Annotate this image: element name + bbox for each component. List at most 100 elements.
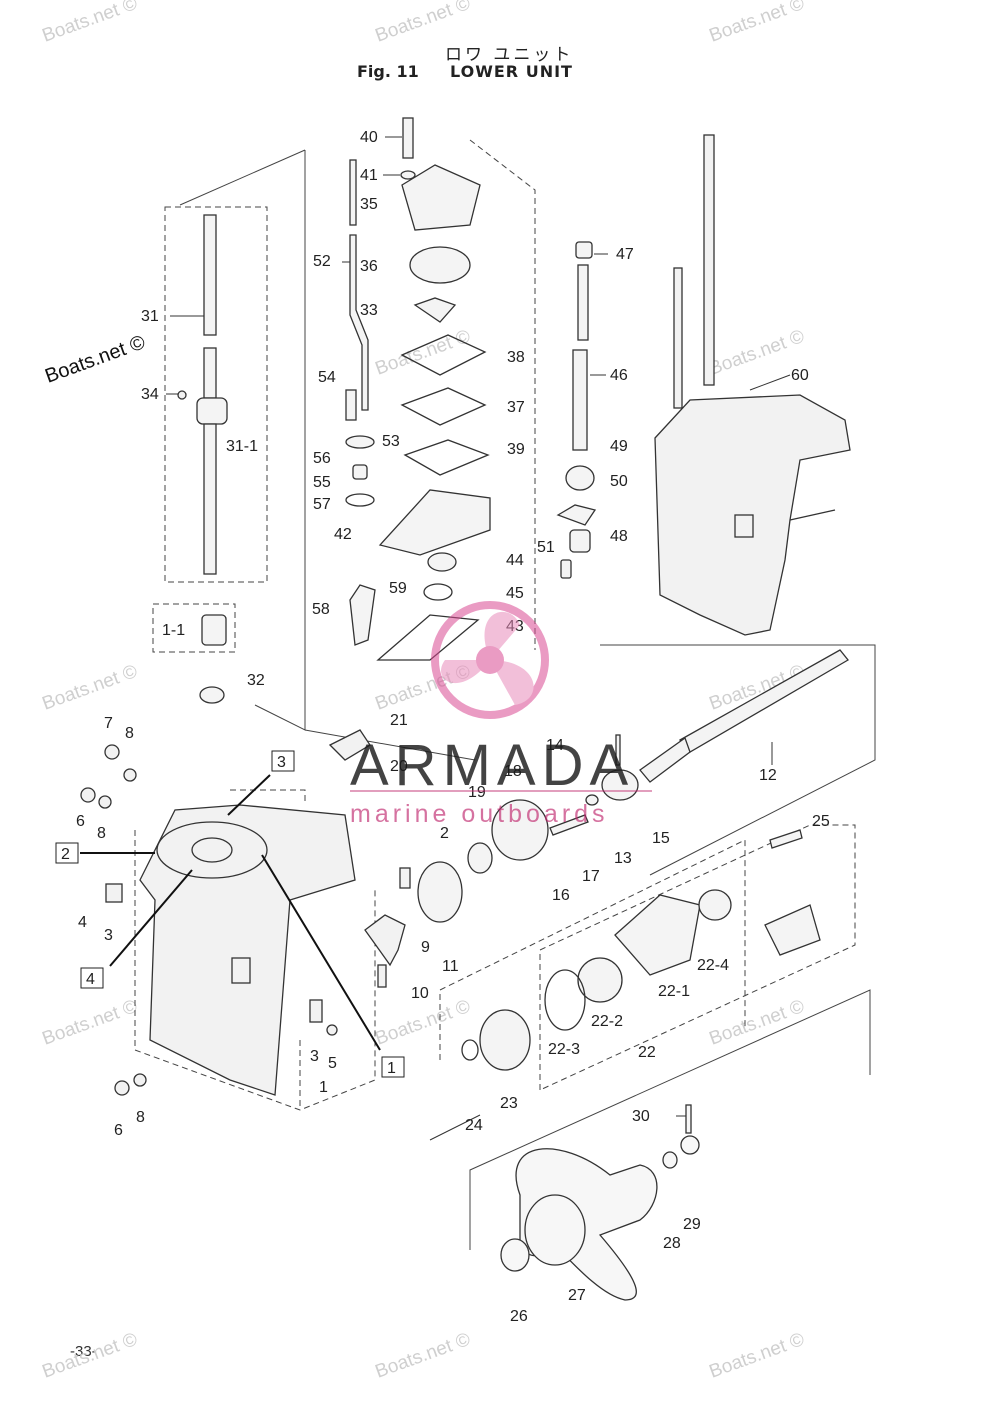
part-label: 31-1 [226, 438, 258, 455]
watermark: Boats.net © [373, 0, 474, 47]
part-label: 45 [506, 585, 524, 602]
part-label: 26 [510, 1308, 528, 1325]
callout-label: 3 [277, 754, 286, 771]
part-label: 20 [390, 758, 408, 775]
part-label: 37 [507, 399, 525, 416]
drive-shaft [196, 214, 228, 704]
part-label: 9 [421, 939, 430, 956]
leader-lines [166, 136, 791, 1141]
diagram-title: LOWER UNIT [450, 62, 573, 81]
part-label: 17 [582, 868, 600, 885]
part-label: 31 [141, 308, 159, 325]
part-label: 12 [759, 767, 777, 784]
part-label: 16 [552, 887, 570, 904]
propeller [500, 1104, 700, 1301]
shift-rod [556, 241, 597, 579]
part-label: 3 [104, 927, 113, 944]
part-label: 56 [313, 450, 331, 467]
part-label: 8 [136, 1109, 145, 1126]
part-label: 29 [683, 1216, 701, 1233]
part-label: 23 [500, 1095, 518, 1112]
part-label: 55 [313, 474, 331, 491]
part-label: 14 [546, 737, 564, 754]
part-label: 47 [616, 246, 634, 263]
callout-label: 1 [387, 1060, 396, 1077]
watermark: Boats.net © [40, 996, 141, 1050]
watermark: Boats.net © [373, 1329, 474, 1383]
figure-number: Fig. 11 [357, 62, 419, 81]
part-label: 22-4 [697, 957, 729, 974]
part-label: 51 [537, 539, 555, 556]
propeller-shaft [417, 649, 849, 1071]
part-label: 36 [360, 258, 378, 275]
part-label: 22-1 [658, 983, 690, 1000]
part-label: 1 [319, 1079, 328, 1096]
part-label: 32 [247, 672, 265, 689]
watermark: Boats.net © [707, 0, 808, 47]
watermark: Boats.net © [40, 1329, 141, 1383]
part-label: 10 [411, 985, 429, 1002]
part-label: 41 [360, 167, 378, 184]
part-label: 22-2 [591, 1013, 623, 1030]
part-label: 11 [442, 958, 459, 975]
part-label: 58 [312, 601, 330, 618]
part-label: 7 [104, 715, 113, 732]
part-label: 33 [360, 302, 378, 319]
part-label: 42 [334, 526, 352, 543]
part-label: 22 [638, 1044, 656, 1061]
part-label: 3 [310, 1048, 319, 1065]
callout-arrows [80, 774, 381, 1051]
part-label: 50 [610, 473, 628, 490]
watermark: Boats.net © [373, 996, 474, 1050]
part-label: 30 [632, 1108, 650, 1125]
upper-casing [654, 134, 851, 636]
part-label: 22-3 [548, 1041, 580, 1058]
callout-boxes: 3 2 4 1 [55, 750, 405, 1078]
part-label: 28 [663, 1235, 681, 1252]
page-number: -33- [70, 1343, 97, 1360]
part-label: 5 [328, 1055, 337, 1072]
part-label: 34 [141, 386, 159, 403]
part-label: 60 [791, 367, 809, 384]
part-label: 27 [568, 1287, 586, 1304]
part-label: 39 [507, 441, 525, 458]
part-labels: 40 41 35 52 36 33 38 54 37 53 56 39 55 5… [76, 129, 830, 1325]
watermark: Boats.net © [707, 1329, 808, 1383]
group-outlines [134, 139, 876, 1250]
part-label: 8 [97, 825, 106, 842]
part-label: 24 [465, 1117, 483, 1134]
part-label: 44 [506, 552, 524, 569]
lower-casing [80, 390, 411, 1096]
watermark: Boats.net © [373, 326, 474, 380]
part-label: 52 [313, 253, 331, 270]
part-label: 25 [812, 813, 830, 830]
part-label: 35 [360, 196, 378, 213]
part-label: 1-1 [162, 622, 185, 639]
part-label: 46 [610, 367, 628, 384]
part-label: 18 [504, 763, 522, 780]
watermark: Boats.net © [40, 0, 141, 47]
part-label: 21 [390, 712, 408, 729]
watermark: Boats.net © [707, 996, 808, 1050]
part-label: 4 [78, 914, 87, 931]
callout-label: 2 [61, 846, 70, 863]
part-label: 6 [76, 813, 85, 830]
part-label: 53 [382, 433, 400, 450]
part-label: 2 [440, 825, 449, 842]
callout-label: 4 [86, 971, 95, 988]
part-label: 49 [610, 438, 628, 455]
part-label: 59 [389, 580, 407, 597]
part-label: 13 [614, 850, 632, 867]
part-label: 15 [652, 830, 670, 847]
armada-subtitle: marine outboards [350, 800, 609, 828]
part-label: 48 [610, 528, 628, 545]
part-label: 40 [360, 129, 378, 146]
water-pump-stack [345, 117, 491, 661]
watermark: Boats.net © [40, 661, 141, 715]
part-label: 57 [313, 496, 331, 513]
armada-brand-text: ARMADA [350, 733, 634, 798]
part-label: 19 [468, 784, 486, 801]
part-label: 8 [125, 725, 134, 742]
armada-logo [431, 601, 549, 719]
